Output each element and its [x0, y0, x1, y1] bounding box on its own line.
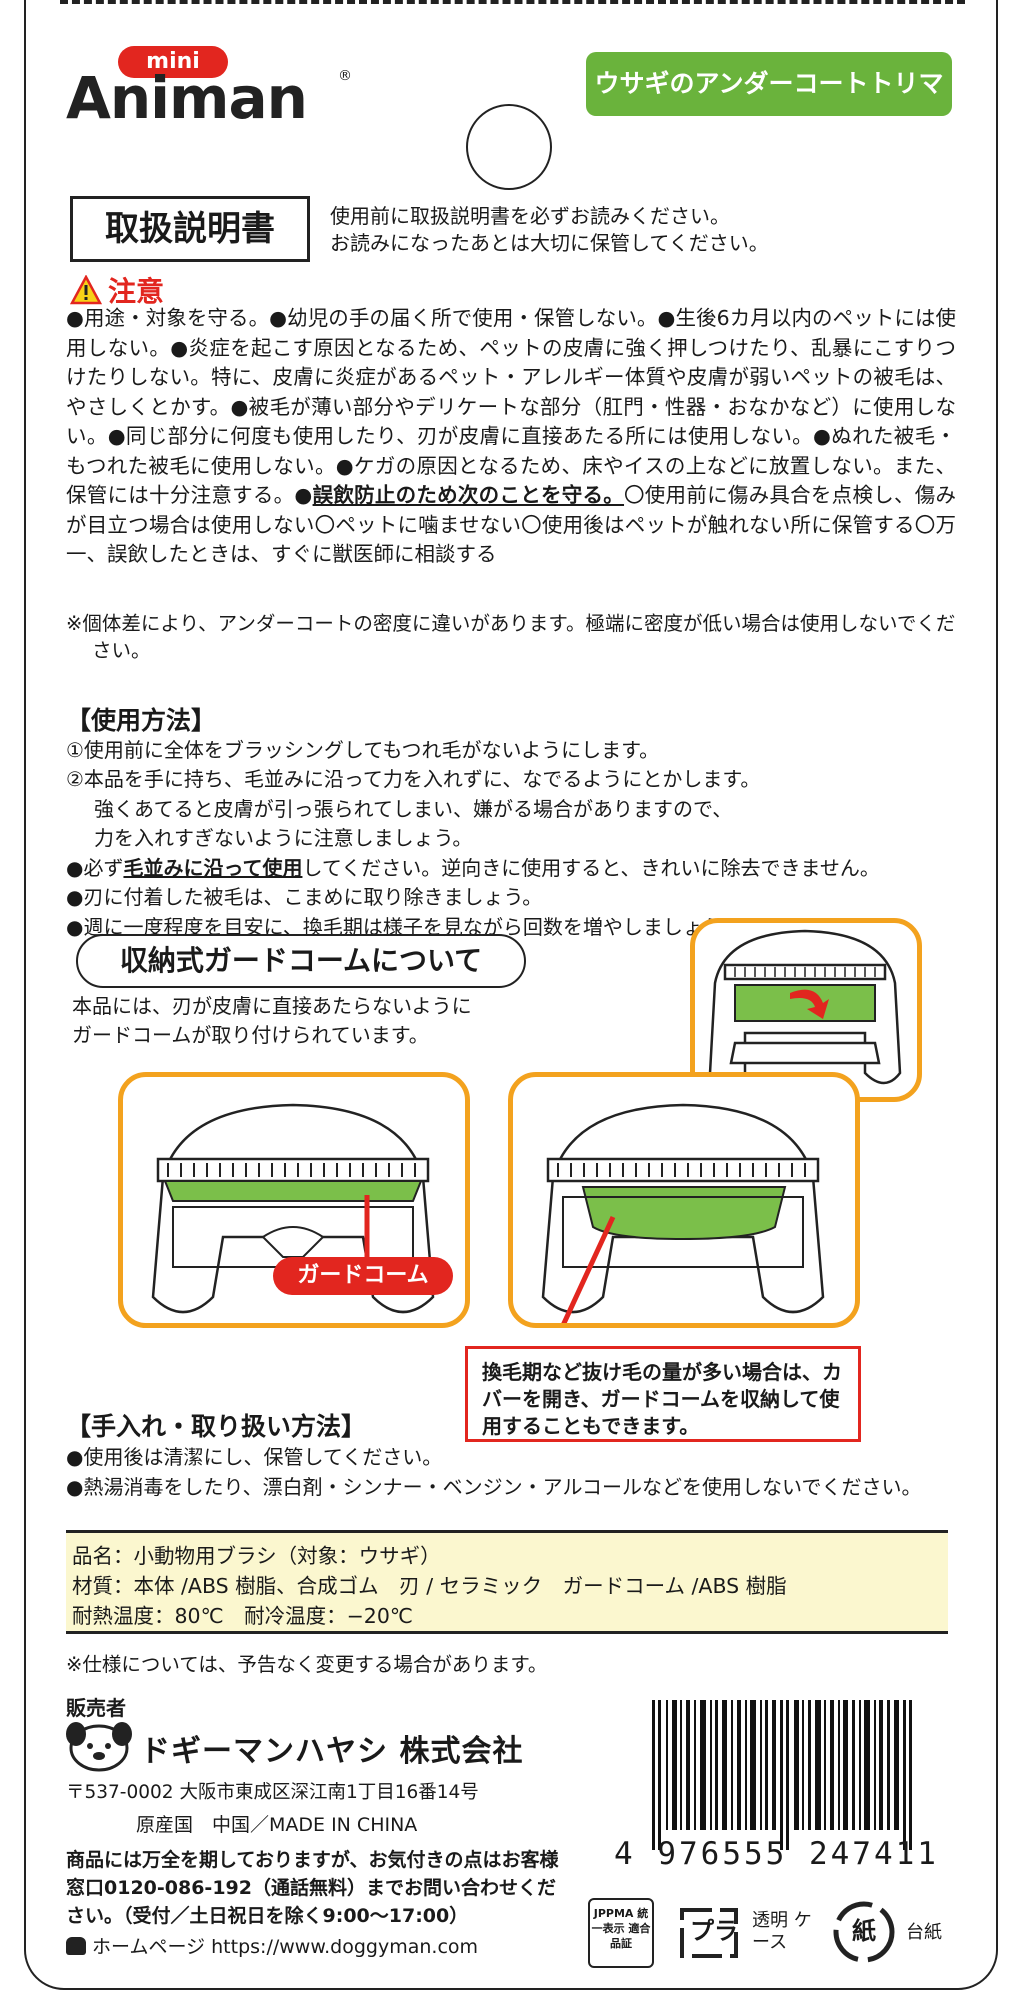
- usage-step: ②本品を手に持ち、毛並みに沿って力を入れずに、なでるようにとかします。: [66, 767, 761, 791]
- customer-contact: 商品には万全を期しておりますが、お気付きの点はお客様窓口0120-086-192…: [66, 1849, 559, 1927]
- product-name-badge: ウサギのアンダーコートトリマー: [586, 52, 952, 162]
- country-of-origin: 原産国 中国／MADE IN CHINA: [136, 1814, 418, 1836]
- caution-emphasis: 誤飲防止のため次のことを守る。: [312, 483, 625, 507]
- spec-note: ※仕様については、予告なく変更する場合があります。: [66, 1653, 548, 1676]
- manual-title: 取扱説明書: [70, 196, 310, 262]
- manual-note-line: お読みになったあとは大切に保管してください。: [330, 231, 769, 255]
- manual-note-line: 使用前に取扱説明書を必ずお読みください。: [330, 204, 730, 228]
- kami-mark-label: 台紙: [906, 1922, 942, 1943]
- guard-comb-label: ガードコーム: [273, 1257, 453, 1295]
- perforation-line: [60, 0, 965, 4]
- guard-desc-line: 本品には、刃が皮膚に直接あたらないように: [72, 994, 472, 1018]
- guard-comb-title: 収納式ガードコームについて: [76, 934, 526, 988]
- usage-bullet: ●刃に付着した被毛は、こまめに取り除きましょう。: [66, 885, 543, 909]
- usage-bullet-post: してください。逆向きに使用すると、きれいに除去できません。: [302, 855, 880, 880]
- guard-comb-desc: 本品には、刃が皮膚に直接あたらないように ガードコームが取り付けられています。: [72, 992, 572, 1050]
- care-heading: 【手入れ・取り扱い方法】: [66, 1412, 367, 1441]
- caution-text: ●用途・対象を守る。●幼児の手の届く所で使用・保管しない。●生後6カ月以内のペッ…: [66, 306, 956, 507]
- brand-logo: Animan: [66, 64, 308, 132]
- usage-step-sub: 強くあてると皮膚が引っ張られてしまい、嫌がる場合がありますので、: [94, 796, 733, 821]
- spec-line: 耐熱温度：80℃ 耐冷温度：−20℃: [72, 1604, 413, 1628]
- caution-heading: 注意: [70, 270, 164, 310]
- density-note: ※個体差により、アンダーコートの密度に違いがあります。極端に密度が低い場合は使用…: [66, 612, 956, 662]
- homepage-link[interactable]: ホームページ https://www.doggyman.com: [66, 1932, 478, 1959]
- usage-bullet-pre: ●必ず: [66, 855, 124, 880]
- warning-icon: [70, 275, 102, 305]
- guard-desc-line: ガードコームが取り付けられています。: [72, 1023, 429, 1047]
- manual-note: 使用前に取扱説明書を必ずお読みください。 お読みになったあとは大切に保管してくだ…: [330, 203, 769, 257]
- jppma-mark: JPPMA 統一表示 適合品証: [588, 1898, 654, 1968]
- usage-heading: 【使用方法】: [66, 706, 217, 735]
- spec-line: 品名：小動物用ブラシ（対象：ウサギ）: [72, 1544, 441, 1568]
- usage-step: ①使用前に全体をブラッシングしてもつれ毛がないようにします。: [66, 737, 660, 762]
- barcode: [652, 1700, 912, 1850]
- paper-recycle-icon: [833, 1901, 895, 1963]
- registered-mark: ®: [338, 68, 352, 84]
- spec-line: 材質：本体 /ABS 樹脂、合成ゴム 刃 / セラミック ガードコーム /ABS…: [72, 1574, 787, 1598]
- seller-label: 販売者: [66, 1696, 126, 1720]
- usage-emphasis: 毛並みに沿って使用: [123, 855, 303, 880]
- plastic-recycle-icon: [680, 1908, 738, 1958]
- care-line: ●熱湯消毒をしたり、漂白剤・シンナー・ベンジン・アルコールなどを使用しないでくだ…: [66, 1475, 922, 1499]
- company-address: 〒537-0002 大阪市東成区深江南1丁目16番14号: [66, 1782, 479, 1803]
- pla-mark-text: プラ: [690, 1917, 738, 1945]
- dog-small-icon: [66, 1937, 86, 1955]
- guard-open-illustration: [690, 918, 922, 1102]
- kami-mark-text: 紙: [852, 1917, 876, 1945]
- guard-callout: 換毛期など抜け毛の量が多い場合は、カバーを開き、ガードコームを収納して使用するこ…: [465, 1346, 861, 1442]
- usage-bullet: ●必ず毛並みに沿って使用してください。逆向きに使用すると、きれいに除去できません…: [66, 854, 966, 884]
- caution-heading-text: 注意: [108, 275, 165, 308]
- usage-section: 【使用方法】 ①使用前に全体をブラッシングしてもつれ毛がないようにします。 ②本…: [66, 706, 966, 942]
- company-name: ドギーマンハヤシ 株式会社: [140, 1734, 524, 1769]
- brand-mini-badge: mini: [118, 46, 228, 78]
- care-section: 【手入れ・取り扱い方法】 ●使用後は清潔にし、保管してください。 ●熱湯消毒をし…: [66, 1412, 966, 1502]
- pla-mark-label: 透明 ケース: [752, 1910, 812, 1953]
- usage-step-sub: 力を入れすぎないように注意しましょう。: [94, 826, 473, 850]
- hang-hole: [466, 104, 552, 190]
- barcode-number: 4 976555 247411: [614, 1836, 939, 1872]
- dog-mascot-icon: [66, 1722, 132, 1772]
- homepage-text: ホームページ https://www.doggyman.com: [92, 1936, 479, 1958]
- guard-closed-illustration: ガードコーム: [118, 1072, 470, 1328]
- spec-box: 品名：小動物用ブラシ（対象：ウサギ） 材質：本体 /ABS 樹脂、合成ゴム 刃 …: [66, 1530, 948, 1634]
- caution-body: ●用途・対象を守る。●幼児の手の届く所で使用・保管しない。●生後6カ月以内のペッ…: [66, 304, 956, 570]
- care-line: ●使用後は清潔にし、保管してください。: [66, 1445, 443, 1469]
- guard-stowed-illustration: [508, 1072, 860, 1328]
- caution-text-tail: 〇使用前に傷み具合を点検し、傷みが目立つ場合は使用しない〇ペットに噛ませない〇使…: [66, 483, 956, 566]
